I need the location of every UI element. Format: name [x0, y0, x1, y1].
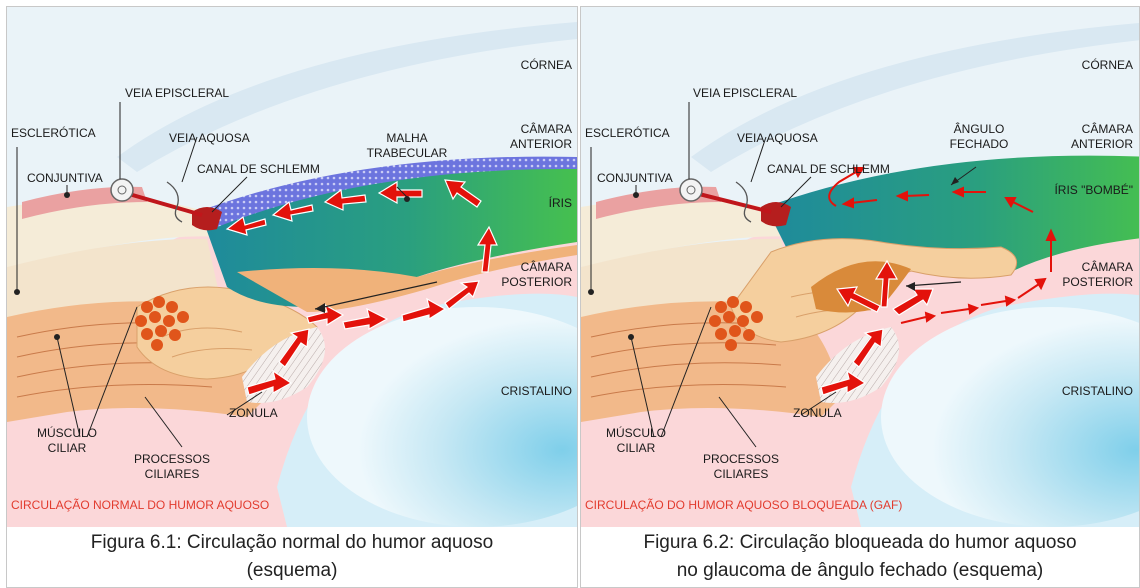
label-ciliary-muscle-1: MÚSCULO [37, 425, 97, 440]
label-lens: CRISTALINO [1062, 384, 1133, 398]
figure-caption-2: Figura 6.2: Circulação bloqueada do humo… [581, 529, 1139, 585]
label-episcleral-vein: VEIA EPISCLERAL [693, 86, 797, 100]
label-ciliary-processes-1: PROCESSOS [703, 452, 779, 466]
label-conjunctiva: CONJUNTIVA [597, 171, 673, 185]
label-closed-angle-1: ÂNGULO [954, 121, 1005, 136]
footer-blocked: CIRCULAÇÃO DO HUMOR AQUOSO BLOQUEADA (GA… [585, 498, 902, 512]
diagram-blocked-circulation: CÓRNEA VEIA EPISCLERAL ESCLERÓTICA VEIA … [581, 7, 1140, 527]
eye-anatomy-svg: CÓRNEA VEIA EPISCLERAL ESCLERÓTICA VEIA … [7, 7, 577, 527]
label-ciliary-muscle-1: MÚSCULO [606, 425, 666, 440]
label-zonula: ZONULA [793, 406, 842, 420]
label-sclera: ESCLERÓTICA [11, 125, 96, 140]
label-posterior-chamber-1: CÂMARA [521, 259, 572, 274]
episcleral-vein-icon [680, 179, 702, 201]
label-ciliary-processes-2: CILIARES [714, 467, 769, 481]
label-schlemm: CANAL DE SCHLEMM [767, 162, 890, 176]
footer-normal: CIRCULAÇÃO NORMAL DO HUMOR AQUOSO [11, 498, 269, 512]
label-sclera: ESCLERÓTICA [585, 125, 670, 140]
canal-of-schlemm [192, 207, 222, 230]
eye-anatomy-svg-2: CÓRNEA VEIA EPISCLERAL ESCLERÓTICA VEIA … [581, 7, 1140, 527]
label-zonula: ZONULA [229, 406, 278, 420]
label-posterior-chamber-1: CÂMARA [1082, 259, 1133, 274]
label-cornea: CÓRNEA [521, 57, 572, 72]
label-conjunctiva: CONJUNTIVA [27, 171, 103, 185]
diagram-normal-circulation: CÓRNEA VEIA EPISCLERAL ESCLERÓTICA VEIA … [7, 7, 577, 527]
label-aqueous-vein: VEIA AQUOSA [169, 131, 250, 145]
canal-of-schlemm [761, 202, 791, 226]
figure-panel-normal: CÓRNEA VEIA EPISCLERAL ESCLERÓTICA VEIA … [6, 6, 578, 588]
label-posterior-chamber-2: POSTERIOR [501, 275, 572, 289]
label-ciliary-processes-1: PROCESSOS [134, 452, 210, 466]
label-trabecular-2: TRABECULAR [367, 146, 448, 160]
label-anterior-chamber-1: CÂMARA [521, 121, 572, 136]
label-ciliary-muscle-2: CILIAR [617, 441, 656, 455]
label-lens: CRISTALINO [501, 384, 572, 398]
label-ciliary-processes-2: CILIARES [145, 467, 200, 481]
label-anterior-chamber-1: CÂMARA [1082, 121, 1133, 136]
label-schlemm: CANAL DE SCHLEMM [197, 162, 320, 176]
label-iris-bombe: ÍRIS "BOMBÉ" [1054, 182, 1133, 197]
figure-panel-blocked: CÓRNEA VEIA EPISCLERAL ESCLERÓTICA VEIA … [580, 6, 1140, 588]
caption-line-2: no glaucoma de ângulo fechado (esquema) [581, 557, 1139, 585]
label-episcleral-vein: VEIA EPISCLERAL [125, 86, 229, 100]
label-posterior-chamber-2: POSTERIOR [1062, 275, 1133, 289]
label-aqueous-vein: VEIA AQUOSA [737, 131, 818, 145]
episcleral-vein-icon [111, 179, 133, 201]
label-ciliary-muscle-2: CILIAR [48, 441, 87, 455]
label-cornea: CÓRNEA [1082, 57, 1133, 72]
label-iris: ÍRIS [549, 195, 572, 210]
label-anterior-chamber-2: ANTERIOR [510, 137, 572, 151]
figure-caption-1: Figura 6.1: Circulação normal do humor a… [7, 529, 577, 585]
caption-line-2: (esquema) [7, 557, 577, 585]
label-closed-angle-2: FECHADO [950, 137, 1009, 151]
caption-line-1: Figura 6.1: Circulação normal do humor a… [7, 529, 577, 557]
caption-line-1: Figura 6.2: Circulação bloqueada do humo… [581, 529, 1139, 557]
label-trabecular-1: MALHA [386, 131, 427, 145]
label-anterior-chamber-2: ANTERIOR [1071, 137, 1133, 151]
